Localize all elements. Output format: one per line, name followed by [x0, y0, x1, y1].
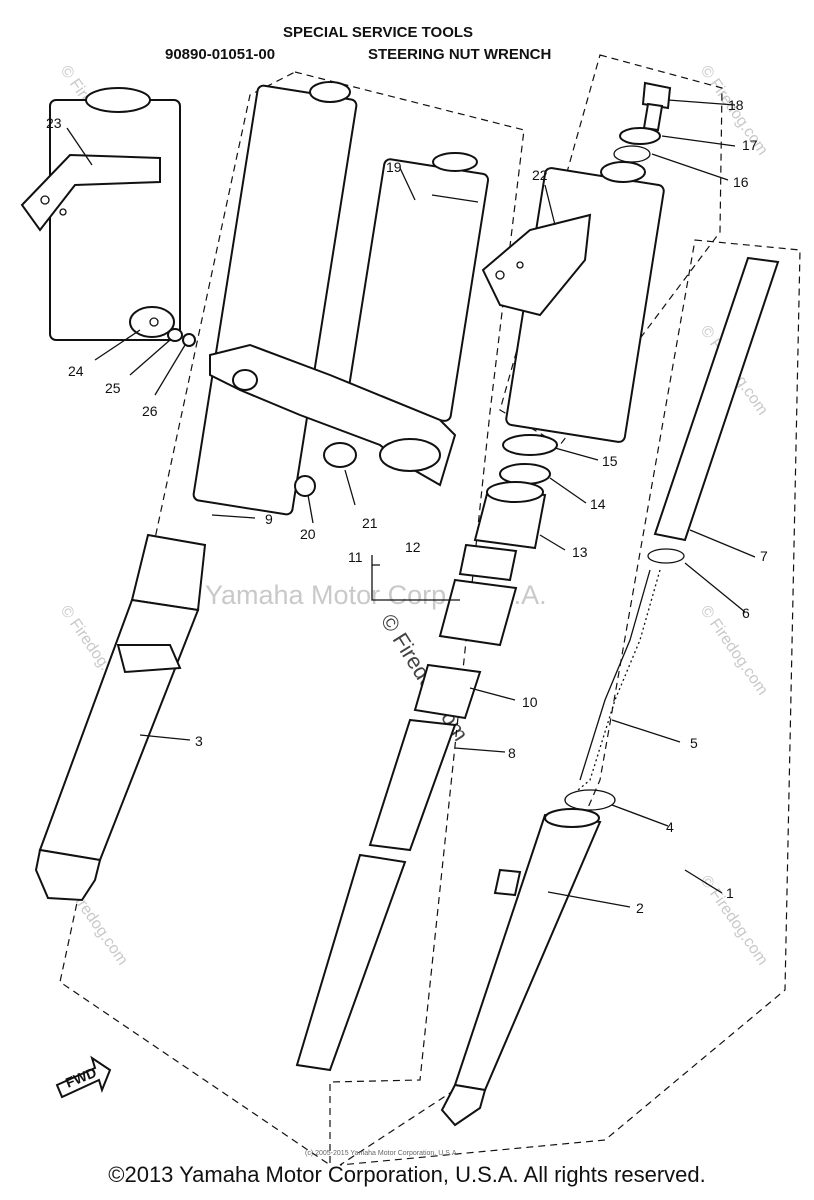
callout-24: 24	[68, 363, 84, 379]
callout-19: 19	[386, 159, 402, 175]
callout-16: 16	[733, 174, 749, 190]
callout-25: 25	[105, 380, 121, 396]
part-22-right-upper	[481, 161, 665, 443]
callout-26: 26	[142, 403, 158, 419]
callout-14: 14	[590, 496, 606, 512]
callout-9: 9	[265, 511, 273, 527]
part-4-ring	[564, 789, 616, 811]
callout-11: 11	[348, 549, 363, 565]
small-copyright: (c) 2005-2015 Yamaha Motor Corporation, …	[305, 1150, 458, 1157]
leader-lines	[66, 99, 756, 908]
callout-7: 7	[760, 548, 768, 564]
header-title: SPECIAL SERVICE TOOLS	[283, 24, 473, 41]
callout-23: 23	[46, 115, 62, 131]
right-assembly-outline	[339, 239, 801, 1166]
callout-22: 22	[532, 167, 548, 183]
part-21-under-bracket	[209, 343, 457, 497]
callout-1: 1	[726, 885, 734, 901]
watermark-small-7: © Firedog.com	[697, 873, 771, 969]
fwd-arrow-icon: FWD	[55, 1055, 112, 1099]
callout-2: 2	[636, 900, 644, 916]
callout-6: 6	[742, 605, 750, 621]
part-8-inner-tube	[295, 718, 457, 1072]
watermark-small-5: © Firedog.com	[697, 603, 771, 699]
callout-labels: 1 2 3 4 5 6 7 8 9 10 11 12 13 14 15 16 1…	[46, 97, 768, 916]
part-3-9-left-fork	[34, 81, 358, 902]
callout-4: 4	[666, 819, 674, 835]
callout-10: 10	[522, 694, 538, 710]
callout-20: 20	[300, 526, 316, 542]
left-assembly-outline	[59, 71, 525, 1167]
callout-15: 15	[602, 453, 618, 469]
callout-17: 17	[742, 137, 758, 153]
callout-8: 8	[508, 745, 516, 761]
part-16-18-bolt	[613, 81, 672, 163]
callout-3: 3	[195, 733, 203, 749]
header-tool-name: STEERING NUT WRENCH	[368, 46, 551, 63]
part-12-15-rings	[413, 434, 558, 720]
part-23-bracket	[20, 87, 181, 341]
footer-copyright: ©2013 Yamaha Motor Corporation, U.S.A. A…	[108, 1162, 706, 1187]
callout-21: 21	[362, 515, 378, 531]
callout-13: 13	[572, 544, 588, 560]
header-part-number: 90890-01051-00	[165, 46, 275, 63]
part-19-stem	[345, 152, 490, 422]
part-2-outer-tube	[440, 808, 602, 1127]
part-24-cap	[129, 306, 196, 347]
callout-12: 12	[405, 539, 421, 555]
callout-18: 18	[728, 97, 744, 113]
part-7-damper-rod	[653, 256, 780, 542]
callout-5: 5	[690, 735, 698, 751]
part-5-6-spring	[577, 548, 685, 791]
